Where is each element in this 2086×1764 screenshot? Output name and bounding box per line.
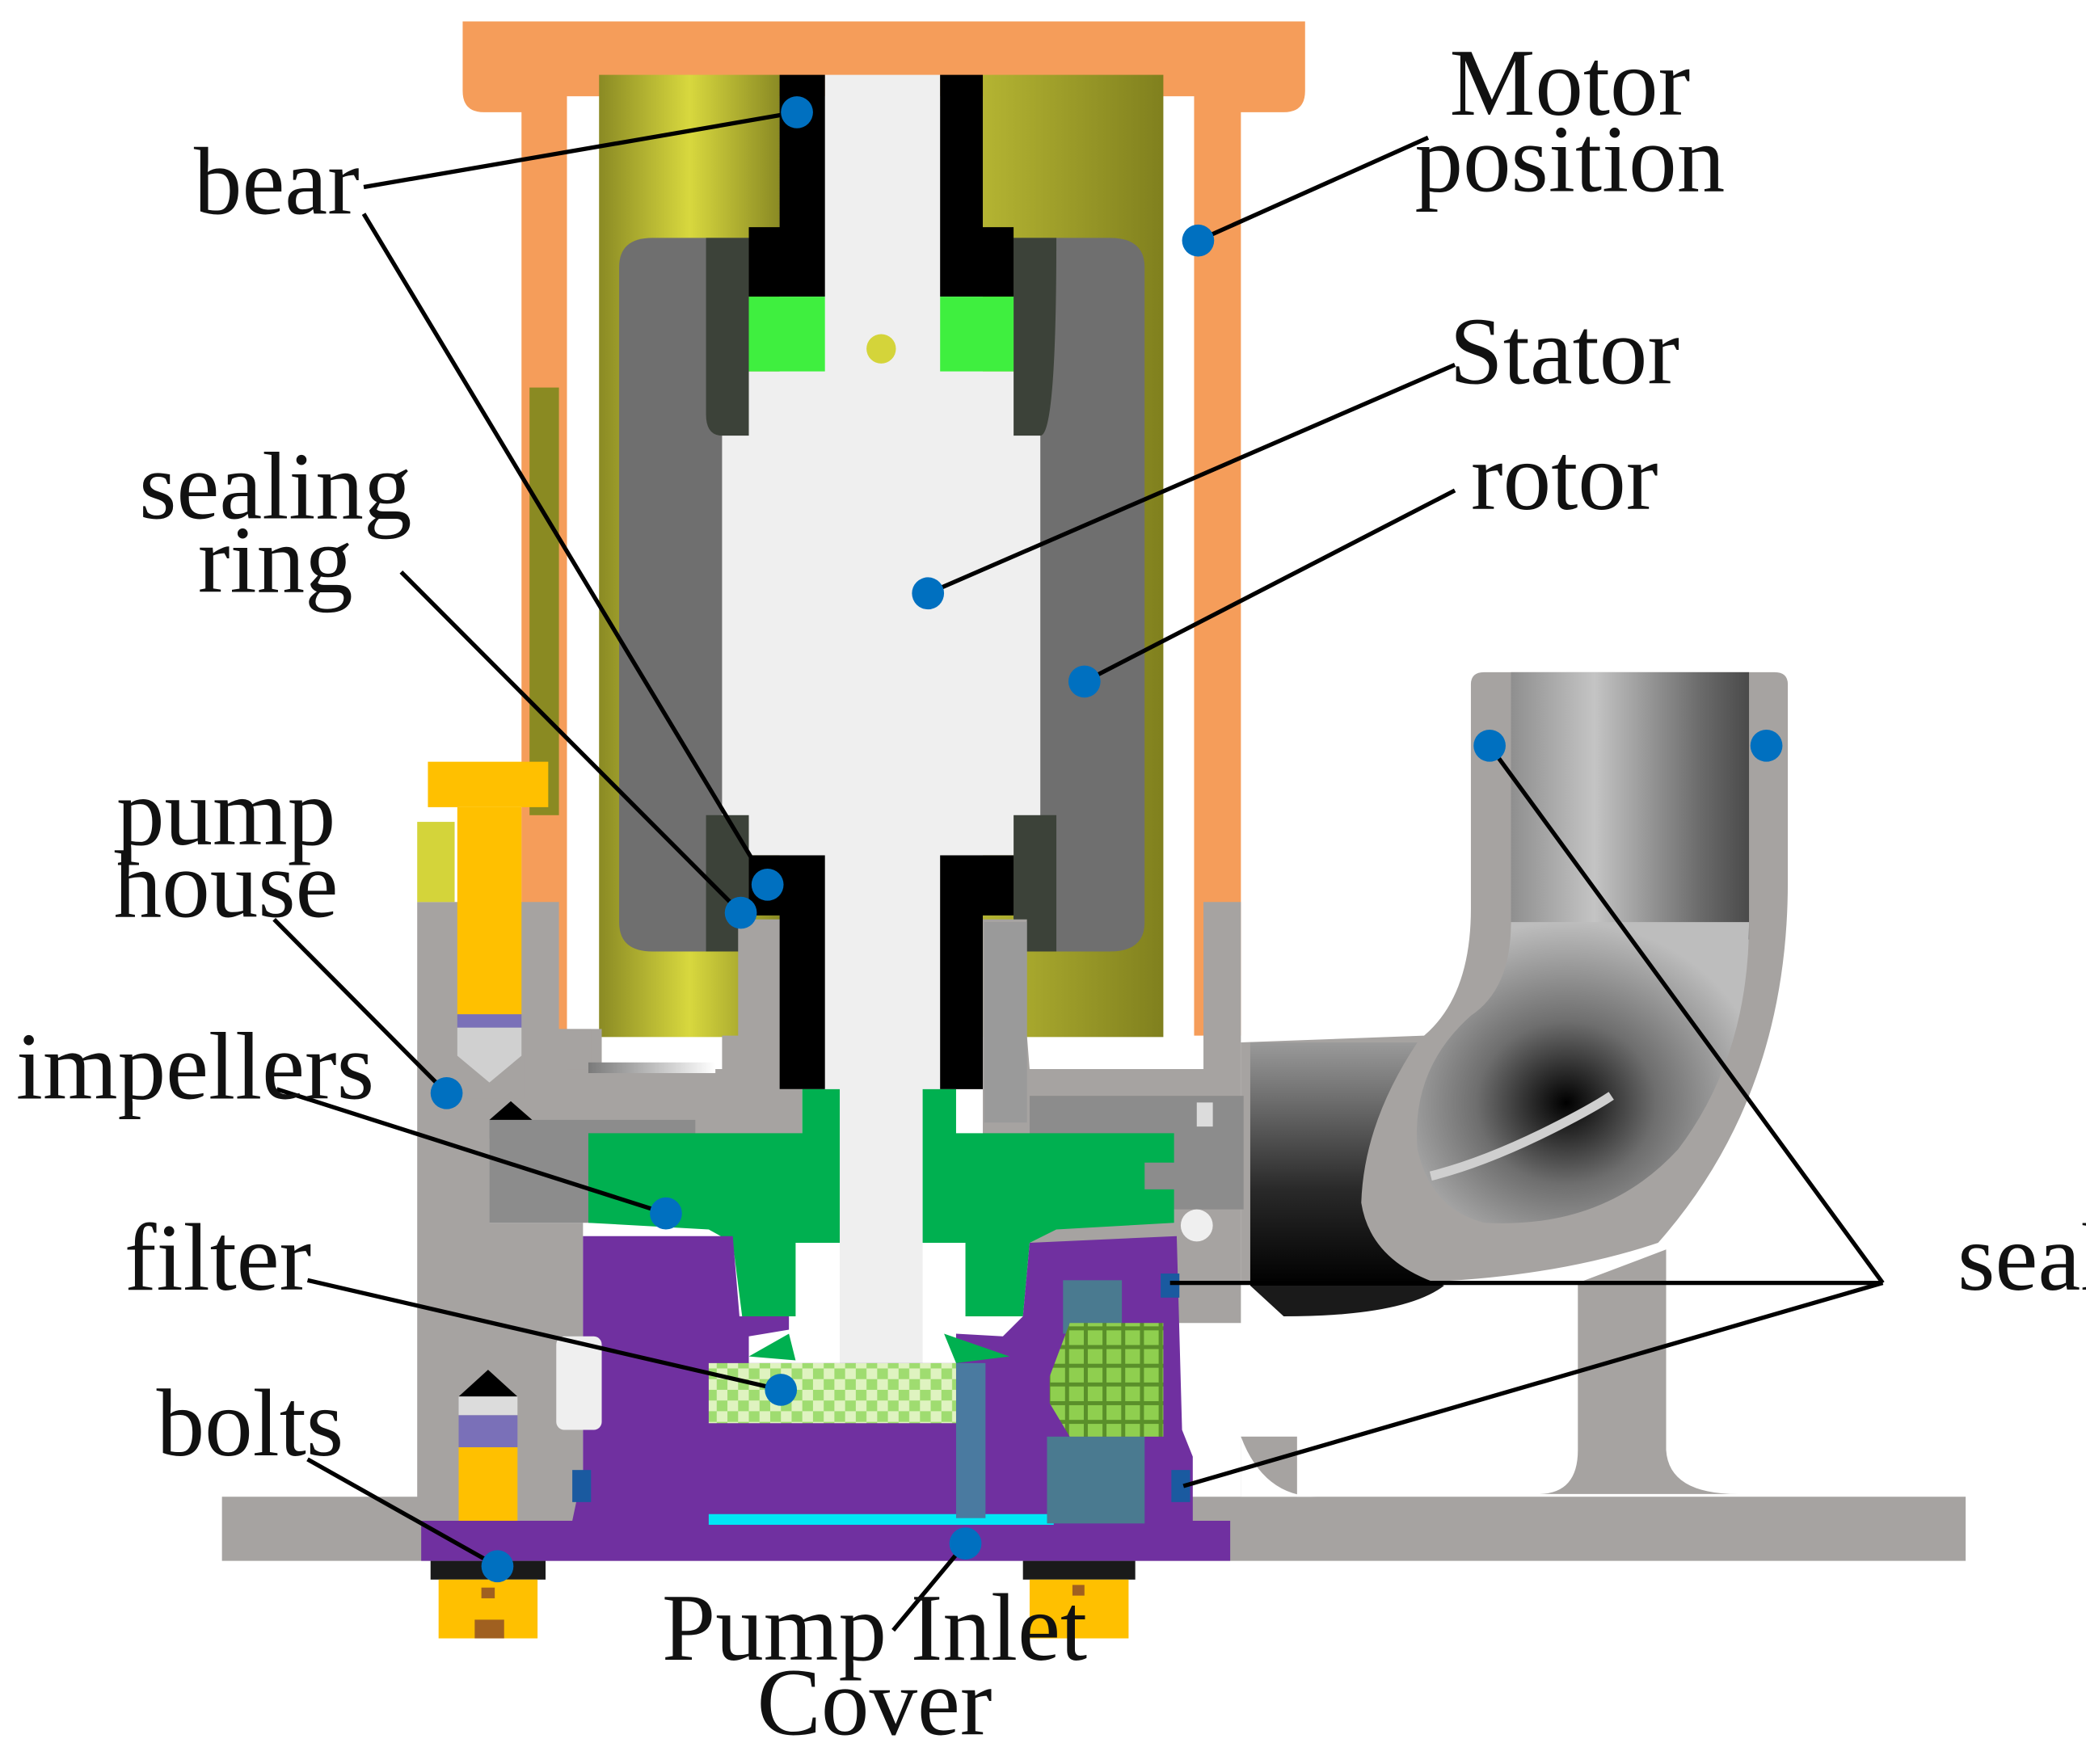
label-seals: seals — [1957, 1204, 2086, 1311]
bolt-upper — [417, 761, 549, 1120]
label-pump-inlet-cover-line2: Cover — [756, 1649, 992, 1756]
marker-sealing-ring — [724, 896, 757, 929]
bolt-nut-right — [1022, 1560, 1136, 1639]
label-rotor: rotor — [1471, 423, 1658, 530]
stator-shaft — [722, 74, 1041, 1401]
label-filter: filter — [124, 1204, 311, 1311]
marker-bolts — [481, 1550, 514, 1583]
label-bolts: bolts — [157, 1370, 344, 1476]
label-bear: bear — [194, 128, 360, 235]
filter-element — [708, 1362, 956, 1424]
label-pump-house-line2: house — [114, 831, 339, 938]
leader-lines — [272, 110, 1885, 1632]
marker-rotor — [1068, 665, 1101, 698]
outlet-pipe-bore — [1511, 671, 1750, 940]
marker-motor-position — [1182, 224, 1215, 257]
impeller — [588, 1088, 1174, 1316]
label-sealing-ring-line2: ring — [198, 507, 353, 613]
marker-impellers — [650, 1197, 682, 1230]
rotor-core — [619, 238, 1145, 952]
label-pump-inlet-cover-line1: Pump Inlet — [662, 1574, 1087, 1681]
label-motor-position-line2: position — [1414, 106, 1725, 213]
marker-stator — [912, 577, 945, 610]
bolt-lower — [430, 1370, 546, 1639]
marker-seal-left — [1473, 729, 1506, 762]
filter-element-side — [1049, 1323, 1164, 1437]
bearing-seal-left — [748, 297, 825, 372]
label-impellers: impellers — [16, 1013, 374, 1119]
bearing-top — [748, 74, 1014, 372]
marker-pump-house — [430, 1076, 463, 1109]
label-sealing-ring-line1: sealing — [139, 433, 411, 540]
bearing-bottom — [748, 855, 1014, 1089]
marker-bear-top — [781, 96, 813, 128]
marker-seal-right — [1750, 729, 1783, 762]
label-stator: Stator — [1449, 298, 1679, 405]
label-motor-position-line1: Motor — [1449, 29, 1690, 136]
marker-bear-bottom — [751, 868, 784, 901]
marker-pump-inlet-cover — [949, 1527, 982, 1560]
marker-dots — [430, 96, 1783, 1583]
marker-filter — [765, 1374, 798, 1406]
label-pump-house-line1: pump — [116, 759, 335, 865]
shaft-center-mark — [866, 334, 896, 364]
outlet-pipe — [1241, 671, 1789, 1497]
bearing-seal-right — [940, 297, 1014, 372]
